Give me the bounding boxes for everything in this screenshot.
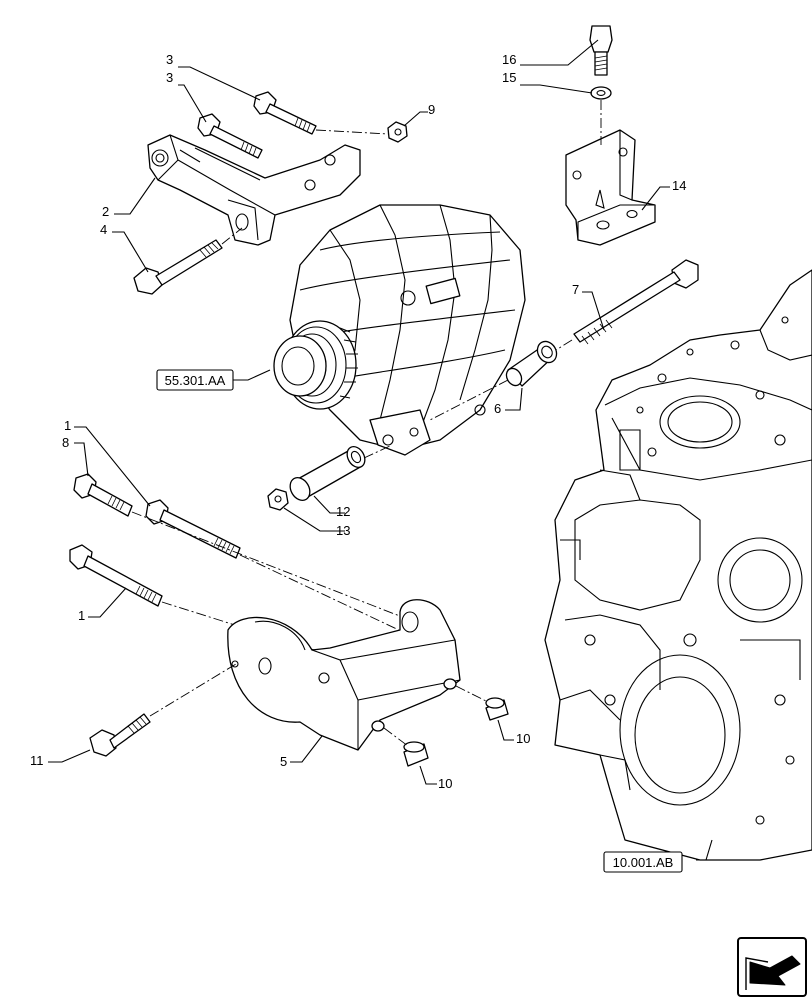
bolt-4	[133, 239, 223, 295]
callout-12: 12	[336, 504, 350, 519]
callout-3: 3	[166, 52, 173, 67]
callout-3: 3	[166, 70, 173, 85]
previous-page-arrow-icon[interactable]	[737, 937, 807, 997]
axis-line	[555, 339, 573, 351]
bolt-1-upper	[145, 499, 241, 559]
callout-8: 8	[62, 435, 69, 450]
callout-14: 14	[672, 178, 686, 193]
engine-block	[544, 269, 812, 861]
bolt-3-lower	[197, 113, 263, 159]
upper-bracket-14	[565, 129, 656, 246]
axis-line	[455, 685, 489, 703]
bolt-16	[589, 25, 613, 76]
callout-15: 15	[502, 70, 516, 85]
callout-5: 5	[280, 754, 287, 769]
reference-label: 55.301.AA	[165, 373, 226, 388]
bolt-1-lower	[69, 544, 163, 607]
callout-10: 10	[516, 731, 530, 746]
callout-11: 11	[30, 753, 44, 768]
callout-labels: 16 15 3 3 9 14 2 4 7 6 1 8 12 13 1 5 10 …	[30, 52, 686, 791]
axis-line	[131, 511, 411, 621]
callout-6: 6	[494, 401, 501, 416]
nut-9	[387, 121, 408, 143]
washer-15	[590, 86, 612, 100]
alternator	[273, 204, 526, 456]
leader-lines	[48, 39, 713, 861]
callout-13: 13	[336, 523, 350, 538]
reference-alternator[interactable]: 55.301.AA	[156, 369, 234, 391]
nut-13	[267, 488, 289, 511]
axis-line	[315, 129, 389, 135]
callout-2: 2	[102, 204, 109, 219]
callout-1: 1	[64, 418, 71, 433]
axis-line	[221, 227, 243, 245]
callout-10: 10	[438, 776, 452, 791]
axis-line	[429, 379, 509, 421]
axis-line	[363, 445, 391, 459]
callout-7: 7	[572, 282, 579, 297]
callout-4: 4	[100, 222, 107, 237]
bracket-5	[227, 599, 461, 751]
bracket-2	[147, 134, 361, 246]
axis-line	[383, 727, 409, 747]
spacer-12	[289, 446, 366, 501]
callout-9: 9	[428, 102, 435, 117]
callout-1: 1	[78, 608, 85, 623]
callout-16: 16	[502, 52, 516, 67]
reference-label: 10.001.AB	[613, 855, 674, 870]
bushing-10-lower	[403, 741, 429, 767]
bolt-3-upper	[253, 91, 317, 135]
reference-engine-block[interactable]: 10.001.AB	[603, 851, 683, 873]
bolt-11	[89, 713, 151, 757]
bolt-7	[573, 259, 699, 345]
bushing-10-right	[485, 697, 509, 721]
bolt-8	[73, 473, 133, 517]
axis-line	[239, 554, 421, 641]
axis-line	[149, 663, 237, 717]
